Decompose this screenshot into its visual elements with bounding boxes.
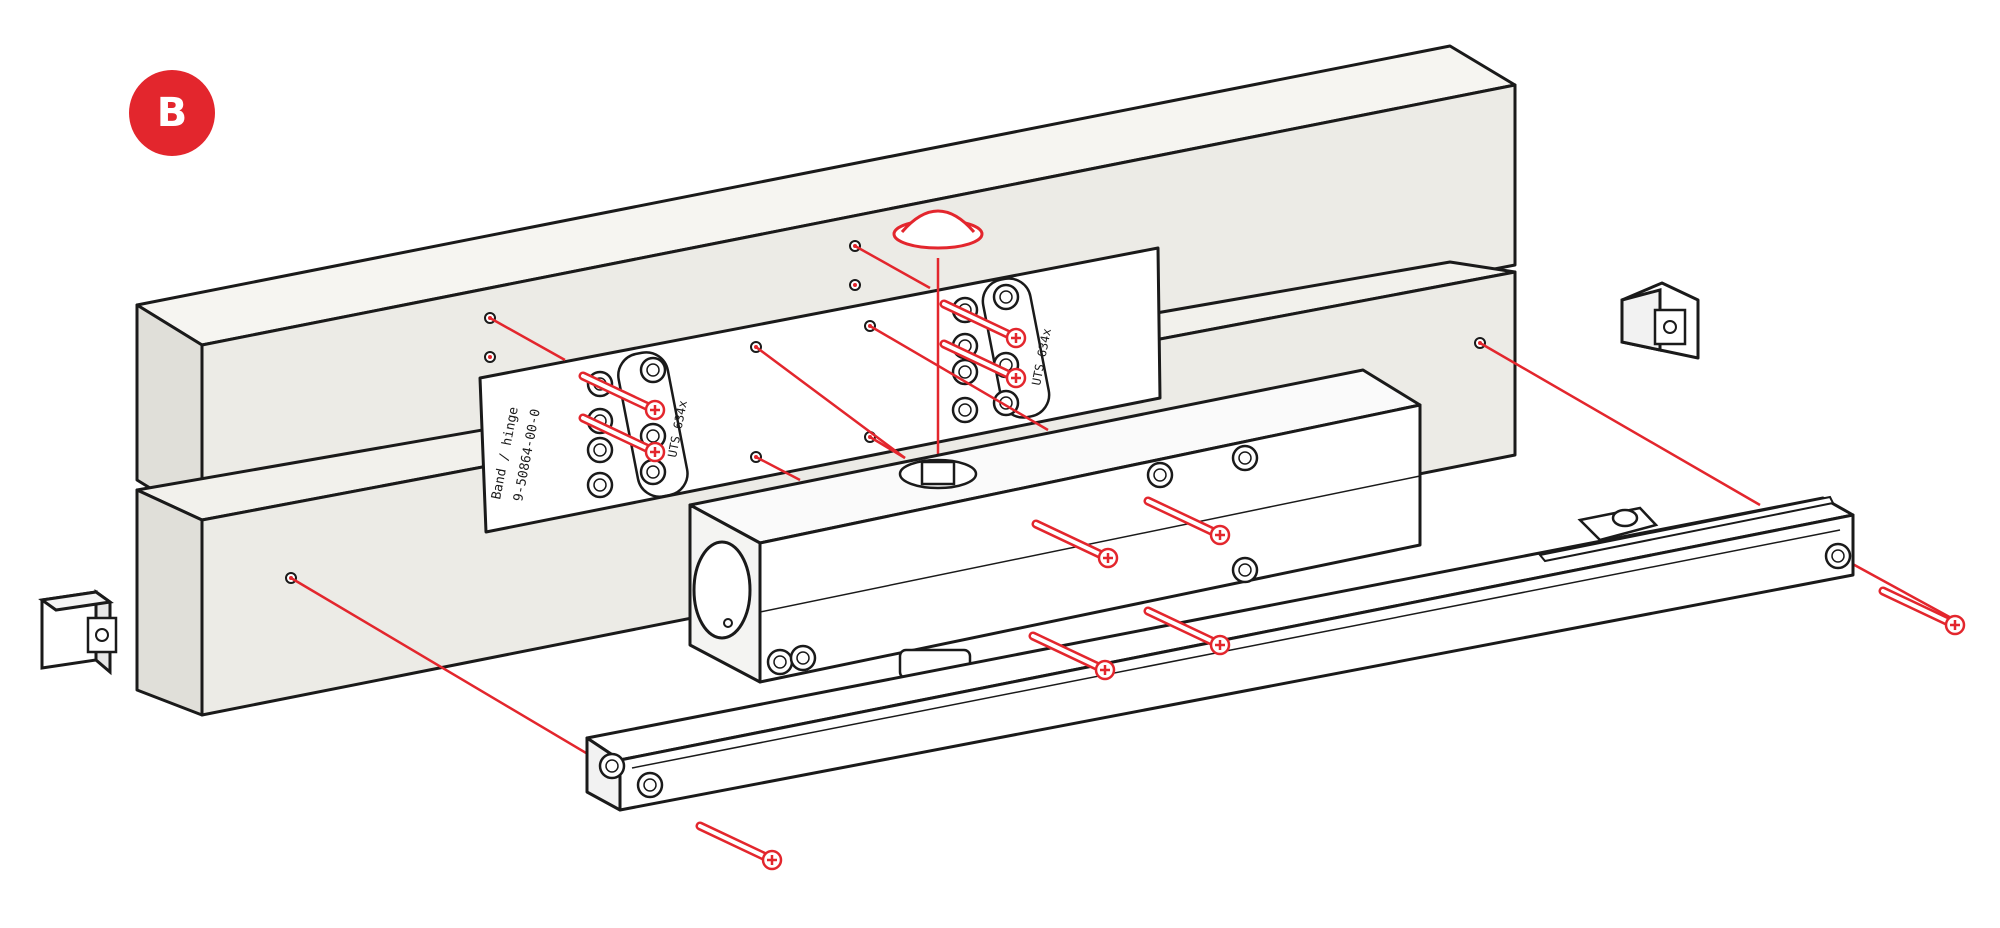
frame-hole [849, 279, 861, 291]
closer-hole [789, 644, 817, 672]
closer-hole [1231, 444, 1259, 472]
template-slot [992, 283, 1020, 311]
template-slot [639, 356, 667, 384]
template-slot [951, 396, 979, 424]
closer-hole [766, 648, 794, 676]
rail-hole [598, 752, 626, 780]
spindle-cap [892, 209, 984, 250]
rail-hole [636, 771, 664, 799]
rail-hole [1824, 542, 1852, 570]
closer-hole [1146, 461, 1174, 489]
door-closer-body [688, 368, 1422, 684]
end-cap-left [38, 589, 118, 676]
template-slot-frame [981, 277, 1051, 419]
end-cap-right [1620, 281, 1700, 360]
frame-hole [484, 351, 496, 363]
template-slot [639, 458, 667, 486]
mounting-template: Band / hinge 9-50864-00-0 UTS 634x UTS 6… [478, 246, 1162, 534]
template-slot-frame [617, 351, 689, 498]
template-slot [586, 471, 614, 499]
screw [1883, 591, 1964, 634]
alignment-guides [290, 244, 1956, 768]
pinion-nut [920, 460, 956, 486]
closer-hole [1231, 556, 1259, 584]
slide-rail [585, 495, 1855, 812]
screw [700, 826, 781, 869]
template-slot [586, 436, 614, 464]
step-badge: B [129, 70, 215, 156]
